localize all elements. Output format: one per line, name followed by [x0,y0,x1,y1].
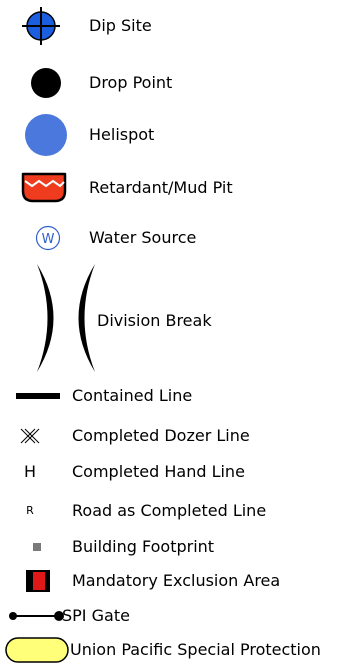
legend-item-completed-dozer-line: Completed Dozer Line [0,423,338,449]
legend-label-dip-site: Dip Site [89,16,152,35]
black-filled-circle-icon [31,68,61,98]
legend-label-retardant-mud-pit: Retardant/Mud Pit [89,178,233,197]
legend-item-helispot: Helispot [0,110,338,160]
dip-site-crosshair-icon [22,7,60,45]
legend-label-completed-hand-line: Completed Hand Line [72,462,245,481]
legend-item-division-break: Division Break [0,260,338,375]
letter-h-icon: H [23,462,37,481]
legend-label-spi-gate: SPI Gate [62,606,130,625]
circled-w-icon: W [35,225,61,251]
thick-black-line-icon [16,393,60,399]
yellow-oval-icon [5,637,69,663]
gate-line-dots-icon [9,611,64,621]
legend-label-road-as-completed-line: Road as Completed Line [72,501,267,520]
legend-label-union-pacific-special-protection: Union Pacific Special Protection [70,640,321,659]
letter-r-icon: R [26,504,34,517]
legend-item-drop-point: Drop Point [0,60,338,105]
legend-label-drop-point: Drop Point [89,73,173,92]
legend-item-building-footprint: Building Footprint [0,534,338,560]
legend-label-completed-dozer-line: Completed Dozer Line [72,426,250,445]
water-source-symbol-text: W [42,232,55,247]
division-break-brackets-icon [37,264,95,372]
legend-item-contained-line: Contained Line [0,383,338,409]
legend-item-spi-gate: SPI Gate [0,603,338,629]
legend-item-completed-hand-line: H Completed Hand Line [0,459,338,485]
legend-item-road-as-completed-line: R Road as Completed Line [0,498,338,524]
legend-item-union-pacific-special-protection: Union Pacific Special Protection [0,636,338,664]
legend-label-mandatory-exclusion-area: Mandatory Exclusion Area [72,571,281,590]
blue-filled-circle-icon [25,114,67,156]
legend-item-water-source: W Water Source [0,222,338,254]
legend-label-division-break: Division Break [97,311,212,330]
legend-item-retardant-mud-pit: Retardant/Mud Pit [0,165,338,210]
red-pit-bowl-icon [21,172,67,203]
legend-item-dip-site: Dip Site [0,0,338,50]
legend-label-helispot: Helispot [89,125,155,144]
small-gray-square-icon [33,543,41,551]
crossed-x-dozer-icon [20,428,40,444]
legend-label-building-footprint: Building Footprint [72,537,215,556]
red-black-square-icon [26,570,50,592]
legend-label-contained-line: Contained Line [72,386,193,405]
legend-item-mandatory-exclusion-area: Mandatory Exclusion Area [0,567,338,595]
legend-label-water-source: Water Source [89,228,197,247]
